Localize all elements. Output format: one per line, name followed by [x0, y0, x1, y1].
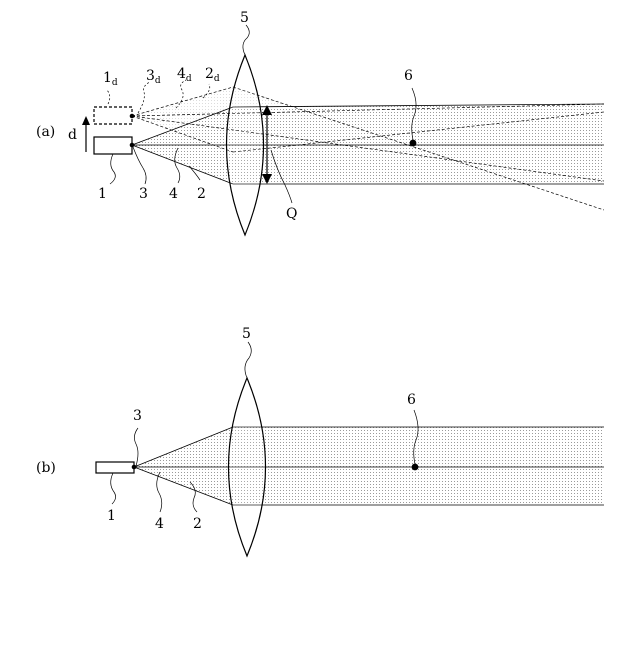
label-edge-b: 2 [193, 516, 202, 532]
figure-b: (b) 1 3 4 2 5 6 [36, 326, 604, 556]
label-edge-a: 2 [197, 186, 206, 202]
label-axis-displaced: 4d [177, 66, 192, 84]
lens-a [227, 55, 264, 235]
laser-source-b [96, 462, 134, 473]
focal-point-b [412, 464, 419, 471]
label-edge-displaced: 2d [205, 66, 220, 84]
label-laser-displaced: 1d [103, 70, 118, 88]
label-laser-b: 1 [107, 508, 116, 524]
label-lens-a: 5 [240, 10, 249, 26]
label-target-a: 6 [404, 68, 413, 84]
label-laser-a: 1 [98, 186, 107, 202]
lens-b [229, 378, 266, 556]
emit-point-displaced [130, 114, 135, 119]
panel-label-a: (a) [36, 124, 55, 140]
shift-label: d [68, 127, 77, 143]
figure-a: (a) d 1 3 4 2 5 6 Q 1d 3d 4d 2d [36, 10, 604, 235]
label-emit-b: 3 [133, 408, 142, 424]
label-lens-b: 5 [242, 326, 251, 342]
laser-source-a [94, 137, 132, 154]
shift-arrow [82, 116, 90, 152]
label-emit-displaced: 3d [146, 68, 161, 86]
laser-source-displaced [94, 107, 132, 124]
label-beam-width: Q [286, 206, 297, 222]
emit-point-a [130, 143, 135, 148]
label-axis-a: 4 [169, 186, 178, 202]
label-axis-b: 4 [155, 516, 164, 532]
label-target-b: 6 [407, 392, 416, 408]
panel-label-b: (b) [36, 460, 56, 476]
focal-point-a [410, 140, 417, 147]
emit-point-b [132, 465, 137, 470]
label-emit-a: 3 [139, 186, 148, 202]
